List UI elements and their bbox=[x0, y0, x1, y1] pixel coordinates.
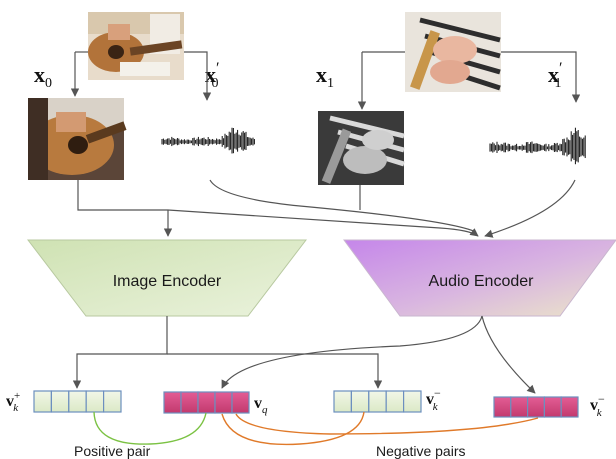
vector-k-positive-cell bbox=[85, 390, 105, 413]
guitar-photo-top bbox=[88, 12, 184, 80]
vector-k-negative-1-cell bbox=[385, 390, 405, 413]
label-x0-prime: x′0 bbox=[205, 60, 220, 91]
vector-k-positive-cell bbox=[68, 390, 87, 413]
input-connectors bbox=[70, 51, 581, 238]
negative-pair-arc-2 bbox=[235, 413, 539, 435]
positive-pair-caption: Positive pair bbox=[74, 443, 151, 459]
label-x0: x0 bbox=[34, 62, 52, 91]
label-x1-prime: x′1 bbox=[548, 60, 563, 91]
output-connectors bbox=[72, 315, 536, 394]
label-v-k-minus-2: v−k bbox=[590, 392, 605, 419]
audio-encoder-shape bbox=[343, 239, 616, 317]
vector-q bbox=[163, 391, 250, 414]
guitar-photo-x0 bbox=[28, 98, 127, 180]
vector-k-negative-1-cell bbox=[368, 390, 387, 413]
waveform-x1-prime bbox=[489, 127, 586, 165]
negative-pair-arc-1 bbox=[221, 411, 365, 446]
vector-q-cell bbox=[231, 391, 250, 414]
flute-photo-top bbox=[405, 12, 501, 92]
flute-photo-x1 bbox=[318, 111, 405, 185]
label-x1: x1 bbox=[316, 62, 334, 91]
vector-k-negative-2-cell bbox=[510, 396, 529, 418]
vector-k-positive bbox=[33, 390, 122, 413]
vector-q-cell bbox=[180, 391, 199, 414]
vector-q-cell bbox=[163, 391, 182, 414]
image-encoder-shape bbox=[26, 239, 308, 317]
vector-k-negative-2-cell bbox=[560, 396, 579, 418]
label-v-q: vq bbox=[254, 395, 268, 416]
vector-k-positive-cell bbox=[50, 390, 70, 413]
vector-k-negative-1 bbox=[333, 390, 422, 413]
audio-encoder-label: Audio Encoder bbox=[429, 273, 535, 290]
vector-q-cell bbox=[214, 391, 233, 414]
image-encoder-label: Image Encoder bbox=[113, 273, 222, 290]
vector-k-positive-cell bbox=[33, 390, 52, 413]
vector-k-negative-2 bbox=[493, 396, 579, 418]
vector-k-negative-1-cell bbox=[333, 390, 352, 413]
waveform-x0-prime bbox=[161, 127, 255, 154]
positive-pair-arc bbox=[93, 411, 207, 445]
vector-k-positive-cell bbox=[102, 390, 122, 413]
vector-k-negative-2-cell bbox=[543, 396, 562, 418]
vector-q-cell bbox=[197, 391, 216, 414]
vector-k-negative-1-cell bbox=[350, 390, 370, 413]
negative-pairs-caption: Negative pairs bbox=[376, 443, 466, 459]
vector-k-negative-2-cell bbox=[526, 396, 545, 418]
vector-k-negative-2-cell bbox=[493, 396, 512, 418]
label-v-k-minus-1: v−k bbox=[426, 386, 441, 413]
vector-k-negative-1-cell bbox=[403, 390, 422, 413]
label-v-k-plus: v+k bbox=[6, 390, 20, 414]
